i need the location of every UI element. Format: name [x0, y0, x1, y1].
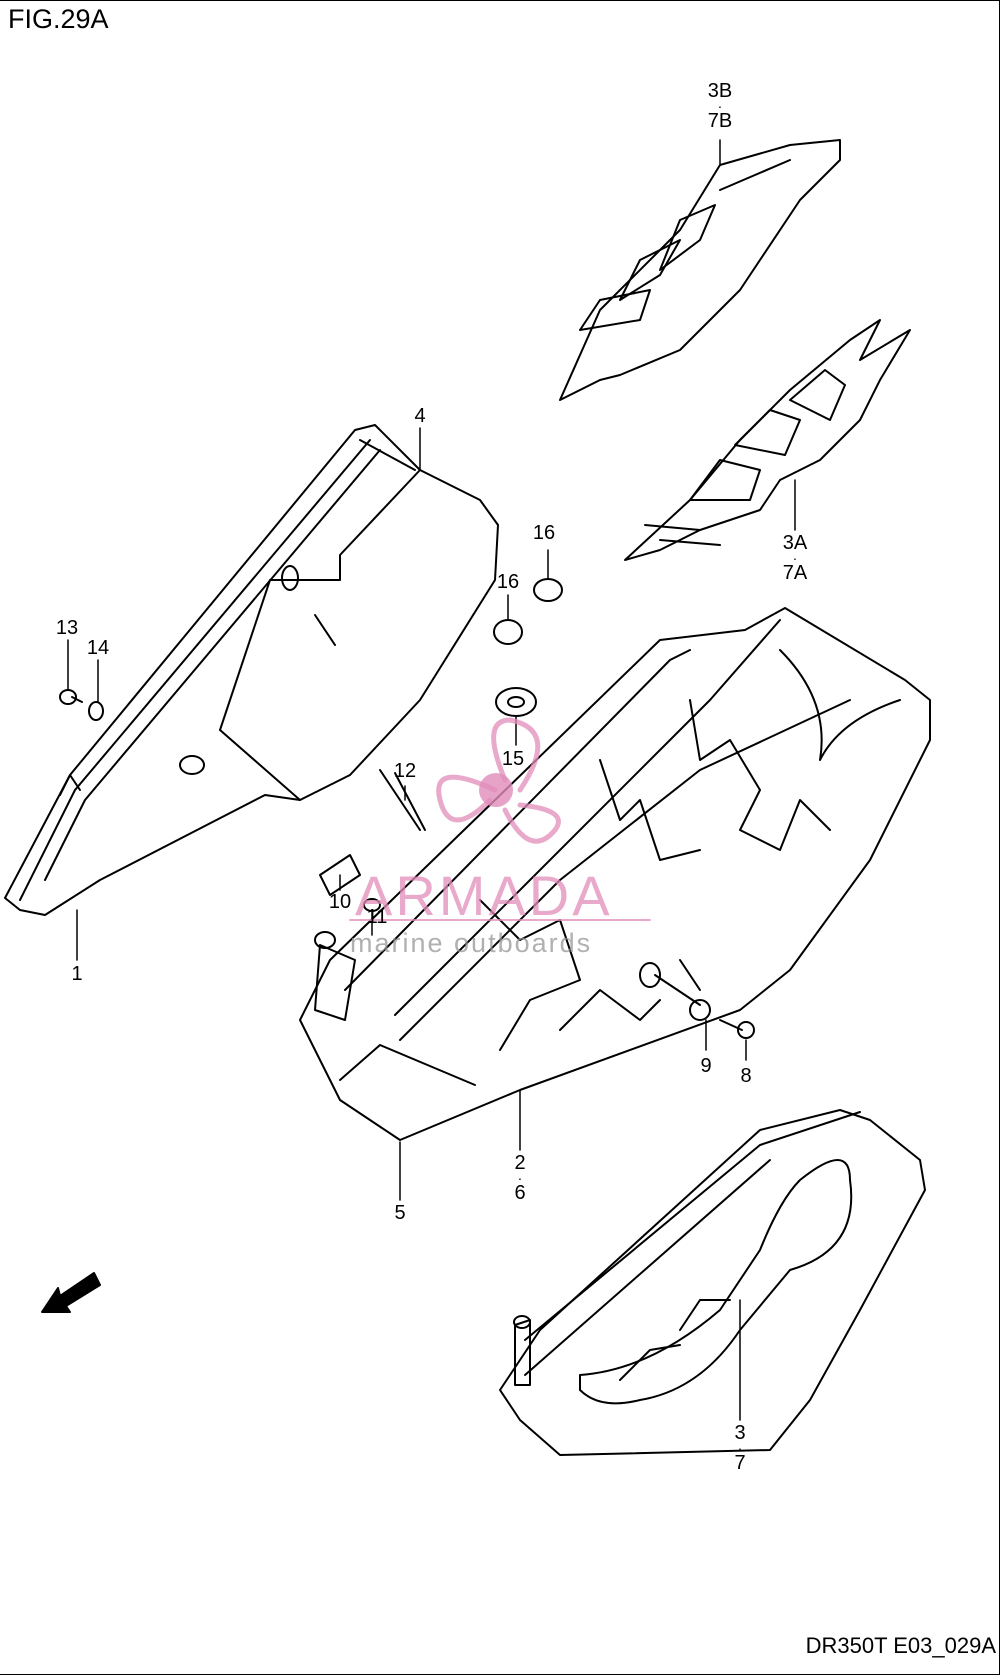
callout-2-6: 2·6 [514, 1152, 526, 1204]
callout-5: 5 [394, 1202, 406, 1224]
side-cover-lower [499, 1109, 926, 1456]
callout-13: 13 [55, 617, 79, 639]
callout-8: 8 [740, 1065, 752, 1087]
callout-9: 9 [700, 1055, 712, 1077]
watermark-brand: ARMADA [355, 864, 613, 927]
callout-11: 11 [366, 906, 388, 928]
side-cover-center [299, 607, 931, 1141]
leader-lines [67, 139, 796, 1421]
border-top [0, 0, 1000, 1]
watermark-logo [436, 717, 561, 844]
callout-12: 12 [393, 760, 417, 782]
watermark-logo-hub [479, 773, 513, 807]
callout-10: 10 [328, 891, 352, 913]
callout-16-upper: 16 [532, 522, 556, 544]
figure-title: FIG.29A [8, 4, 109, 34]
callout-3B-7B: 3B·7B [707, 80, 733, 132]
diagram-code: DR350T E03_029A [805, 1633, 996, 1658]
callout-3-7: 3·7 [734, 1422, 746, 1474]
decal-middle [624, 319, 911, 561]
frame-cover-left [4, 424, 499, 916]
callout-16-lower: 16 [496, 571, 520, 593]
fwd-arrow-icon [41, 1272, 101, 1313]
watermark-tagline: marine outboards [350, 928, 593, 958]
callout-3A-7A: 3A·7A [782, 532, 808, 584]
hardware [59, 578, 755, 1039]
callout-1: 1 [71, 963, 83, 985]
callout-15: 15 [501, 748, 525, 770]
callout-4: 4 [414, 405, 426, 427]
callout-14: 14 [86, 637, 110, 659]
decal-upper [559, 139, 841, 401]
